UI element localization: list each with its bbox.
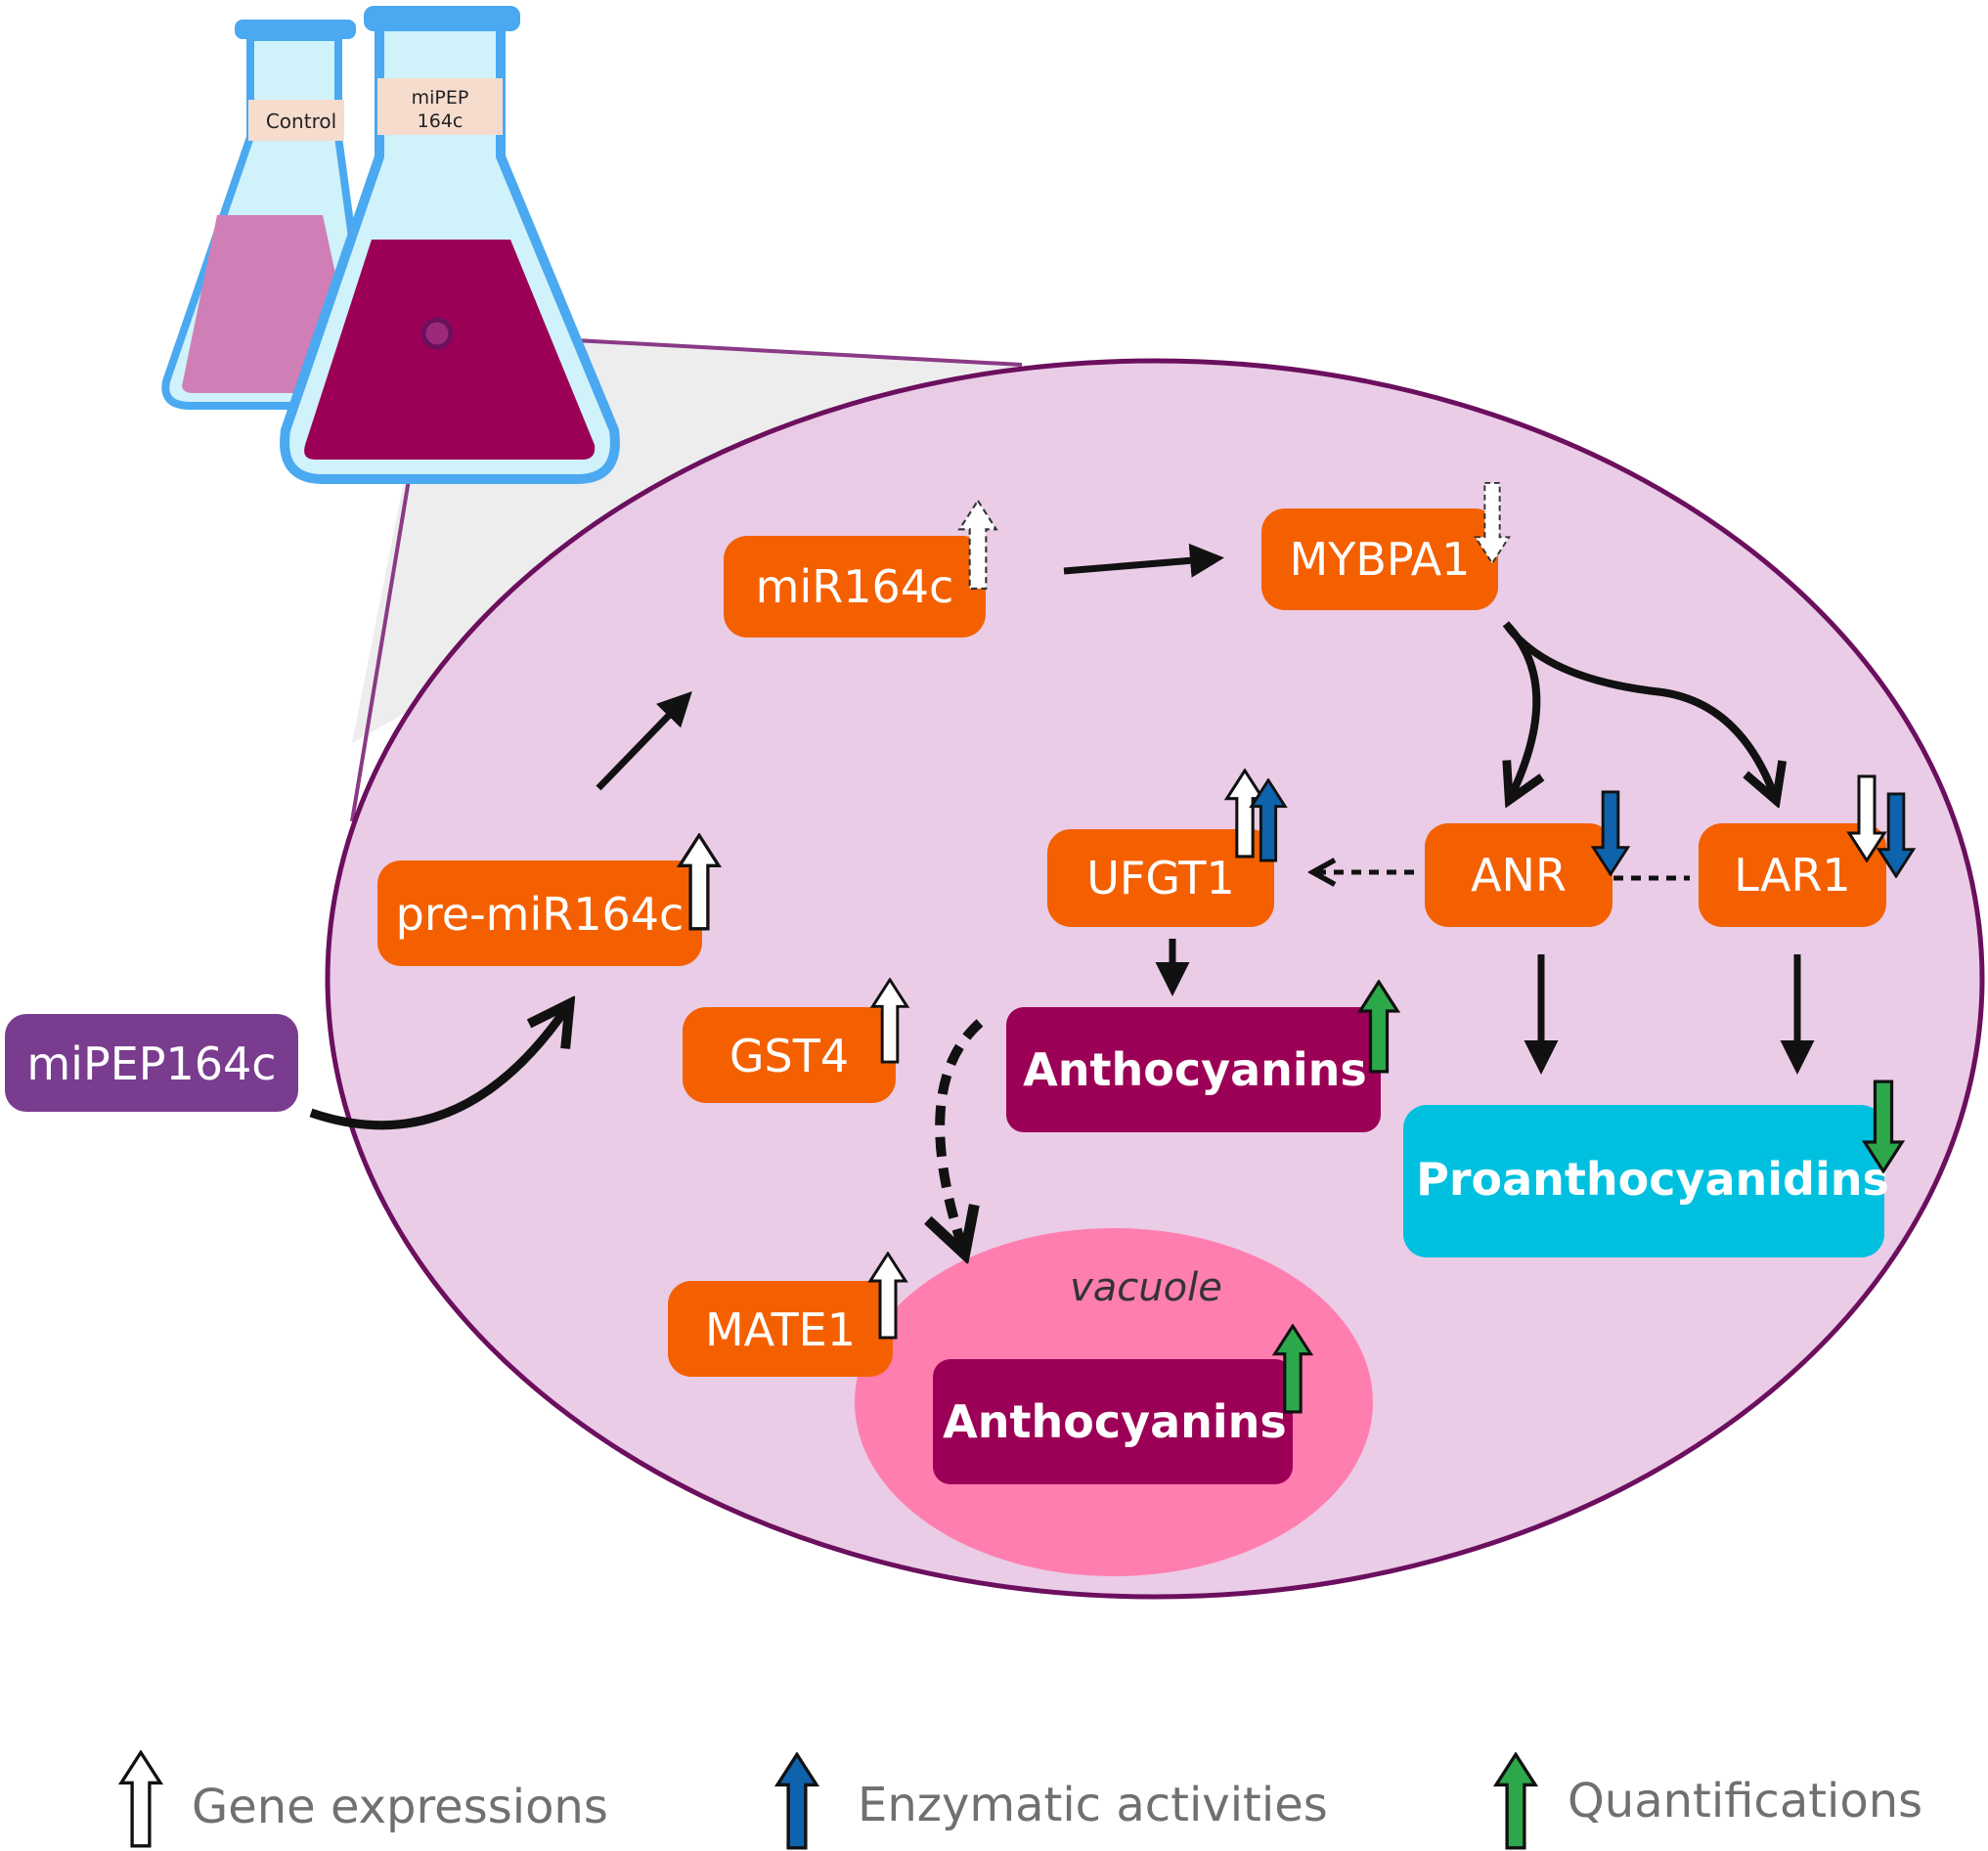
control-label: Control (266, 110, 336, 133)
arrow-mir-to-mybpa1 (1063, 543, 1224, 578)
arrow-premir-to-mir (596, 690, 692, 791)
legend-gene-icon (121, 1752, 160, 1846)
node-proanthocyanidins: Proanthocyanidins (1403, 1105, 1889, 1257)
sample-dot (420, 317, 454, 350)
node-mate1: MATE1 (668, 1281, 893, 1377)
anthocyanins-cytoplasm-label: Anthocyanins (1023, 1043, 1367, 1096)
lar1-label: LAR1 (1734, 849, 1850, 902)
node-pre-mir164c: pre-miR164c (377, 860, 702, 966)
ufgt1-label: UFGT1 (1086, 852, 1235, 904)
treated-label-1: miPEP (412, 87, 469, 109)
node-mybpa1: MYBPA1 (1261, 508, 1498, 610)
mate1-label: MATE1 (705, 1303, 856, 1356)
treated-label-2: 164c (418, 110, 464, 132)
legend: Gene expressions Enzymatic activities Qu… (121, 1752, 1922, 1848)
legend-enzyme-icon (777, 1754, 817, 1848)
arrow-mybpa1-to-lar1 (1502, 621, 1775, 797)
node-anthocyanins-cytoplasm: Anthocyanins (1006, 1007, 1381, 1132)
proanthocyanidins-label: Proanthocyanidins (1416, 1153, 1889, 1206)
node-mir164c: miR164c (724, 536, 986, 638)
pre-mir164c-label: pre-miR164c (396, 888, 685, 941)
arrow-mipep-to-premir (309, 1007, 567, 1130)
vacuole-label: vacuole (1070, 1265, 1222, 1310)
node-anthocyanins-vacuole: Anthocyanins (933, 1359, 1293, 1484)
legend-gene-label: Gene expressions (192, 1780, 608, 1834)
mybpa1-label: MYBPA1 (1290, 533, 1471, 586)
node-ufgt1: UFGT1 (1047, 829, 1274, 927)
mir164c-label: miR164c (756, 560, 954, 613)
treated-flask: miPEP 164c (280, 6, 620, 484)
node-mipep164c: miPEP164c (5, 1014, 298, 1112)
anthocyanins-vacuole-label: Anthocyanins (943, 1395, 1287, 1448)
anr-label: ANR (1471, 849, 1567, 902)
gst4-label: GST4 (729, 1030, 849, 1082)
legend-quant-label: Quantifications (1568, 1774, 1922, 1829)
node-lar1: LAR1 (1699, 823, 1886, 927)
legend-quant-icon (1496, 1754, 1535, 1848)
arrow-anthocyanins-to-vacuole (940, 1019, 984, 1250)
node-gst4: GST4 (683, 1007, 896, 1103)
node-anr: ANR (1425, 823, 1612, 927)
mipep164c-label: miPEP164c (26, 1037, 276, 1090)
legend-enzyme-label: Enzymatic activities (858, 1778, 1328, 1832)
